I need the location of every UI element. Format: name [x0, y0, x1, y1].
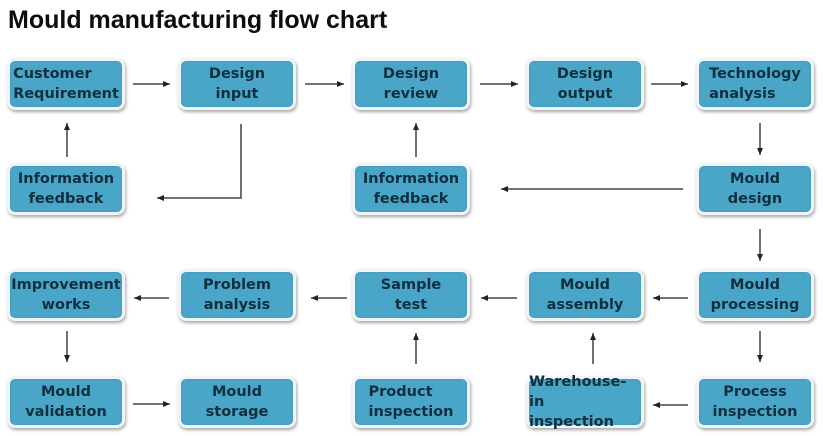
node-label: Warehouse-in inspection	[529, 374, 627, 430]
node-design-output: Design output	[526, 58, 644, 110]
node-process-inspection: Process inspection	[696, 376, 814, 428]
node-label: Technology analysis	[709, 66, 801, 102]
node-mould-assembly: Mould assembly	[526, 269, 644, 321]
node-label: Design input	[208, 66, 266, 102]
node-mould-validation: Mould validation	[7, 376, 125, 428]
node-information-feedback-1: Information feedback	[7, 163, 125, 215]
node-label: Mould assembly	[546, 277, 624, 313]
page-title: Mould manufacturing flow chart	[8, 6, 388, 34]
node-design-input: Design input	[178, 58, 296, 110]
node-label: Process inspection	[712, 384, 798, 420]
node-mould-design: Mould design	[696, 163, 814, 215]
node-problem-analysis: Problem analysis	[178, 269, 296, 321]
node-mould-processing: Mould processing	[696, 269, 814, 321]
node-label: Design review	[382, 66, 440, 102]
node-warehouse-in-inspection: Warehouse-in inspection	[526, 374, 644, 430]
node-label: Customer Requirement	[13, 66, 119, 102]
node-design-review: Design review	[352, 58, 470, 110]
node-label: Mould storage	[205, 384, 269, 420]
node-product-inspection: Product inspection	[352, 376, 470, 428]
node-technology-analysis: Technology analysis	[696, 58, 814, 110]
node-label: Information feedback	[362, 171, 460, 207]
arrow-design-input-to-feedback1	[157, 124, 242, 201]
node-information-feedback-2: Information feedback	[352, 163, 470, 215]
node-sample-test: Sample test	[352, 269, 470, 321]
node-customer-requirement: Customer Requirement	[7, 58, 125, 110]
node-label: Product inspection	[368, 384, 454, 420]
node-improvement-works: Improvement works	[7, 269, 125, 321]
node-label: Improvement works	[11, 277, 121, 313]
node-label: Information feedback	[17, 171, 115, 207]
node-mould-storage: Mould storage	[178, 376, 296, 428]
node-label: Mould validation	[25, 384, 107, 420]
node-label: Problem analysis	[202, 277, 272, 313]
node-label: Sample test	[380, 277, 442, 313]
node-label: Mould design	[727, 171, 783, 207]
node-label: Mould processing	[710, 277, 800, 313]
node-label: Design output	[556, 66, 614, 102]
